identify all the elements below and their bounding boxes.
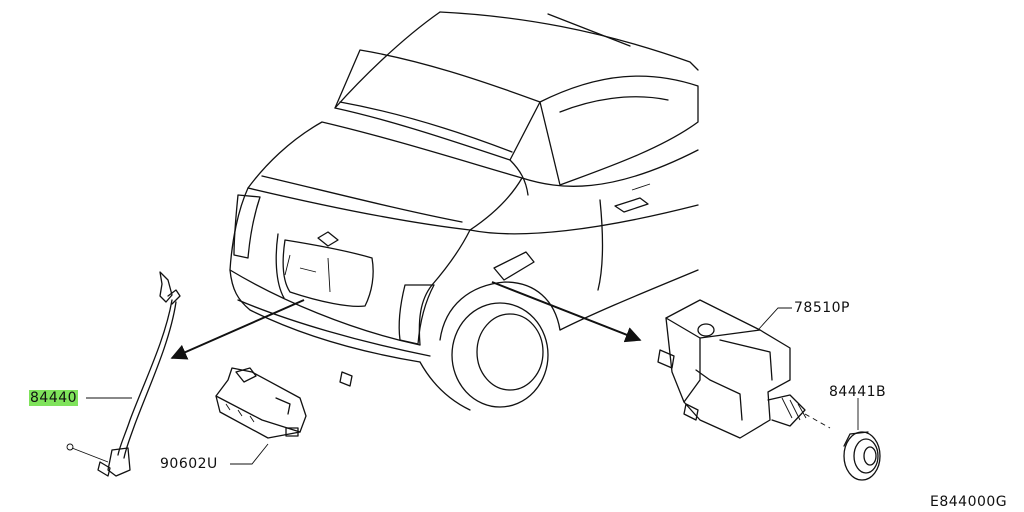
- car-illustration: [229, 11, 699, 411]
- actuator-78510p-illustration: [657, 299, 831, 439]
- part-label-84441b[interactable]: 84441B: [829, 384, 887, 400]
- arrow-to-cable: [170, 299, 305, 360]
- leader-78510p: [757, 307, 792, 331]
- direction-arrows: [170, 281, 642, 360]
- part-label-78510p[interactable]: 78510P: [794, 300, 850, 316]
- part-label-84440[interactable]: 84440: [29, 390, 79, 406]
- leader-90602u: [230, 443, 269, 465]
- handle-90602u-illustration: [215, 367, 307, 439]
- diagram-code: E844000G: [930, 494, 1008, 510]
- grommet-84441b-illustration: [843, 431, 881, 481]
- leader-lines: [86, 307, 859, 465]
- cable-84440-illustration: [66, 271, 181, 477]
- part-label-90602u[interactable]: 90602U: [160, 456, 218, 472]
- arrow-to-actuator: [491, 281, 642, 343]
